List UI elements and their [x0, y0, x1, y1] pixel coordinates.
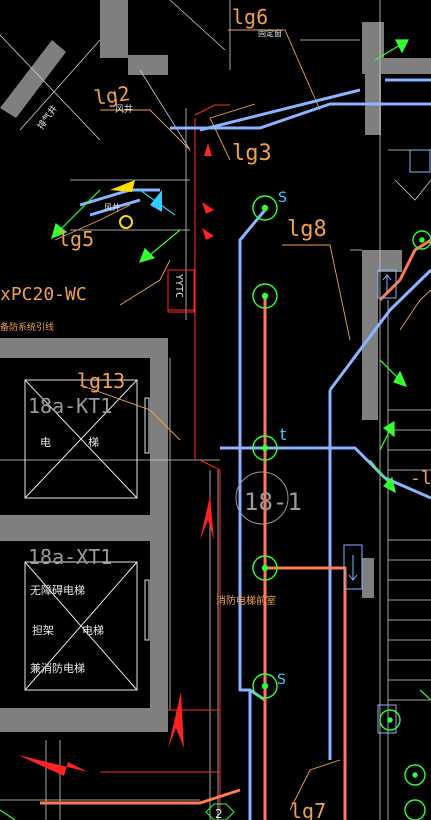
stair-markers [343, 149, 431, 734]
sprinkler-1 [252, 195, 278, 221]
label-side-lg: -lg [410, 468, 431, 489]
label-fire-lobby: 消防电梯前室 [216, 594, 276, 607]
wall-elev-divider [0, 515, 168, 541]
wall-elev2-right [150, 515, 168, 710]
label-elev1-char1: 电 [40, 436, 51, 449]
sprinkler-4 [252, 555, 278, 581]
sprinkler-2 [252, 283, 278, 309]
leader-lines [54, 29, 431, 811]
label-elevator2-tag: 18a-XT1 [28, 545, 112, 569]
wall-elev1-top [0, 338, 168, 358]
red-arrows [18, 143, 214, 776]
elevator-2 [24, 561, 150, 691]
wall-right-stair-top [365, 65, 381, 135]
elevator-1 [24, 379, 150, 499]
pipe-orange-bottom [40, 788, 241, 805]
wall-top-left-beam [128, 55, 168, 75]
wall-shaft-diagonal [0, 40, 66, 118]
label-s-top: S [278, 190, 287, 206]
pipe-orange-right [378, 238, 431, 302]
shaft-equipment [110, 180, 195, 313]
sprinkler-3 [252, 435, 278, 461]
red-arrow-3 [202, 228, 214, 240]
wall-elev2-bottom [0, 708, 168, 732]
pipe-blue-top-horizontal-2 [199, 88, 361, 132]
label-elev2-right: 电梯 [82, 624, 104, 637]
pipes-blue [79, 78, 431, 820]
sprinkler-8 [412, 230, 431, 250]
label-lg7: lg7 [290, 799, 326, 820]
sprinkler-7 [404, 764, 426, 786]
wall-top-left-column [100, 0, 128, 58]
wall-top-right-column [362, 22, 384, 67]
axis-marker: 2 [205, 803, 235, 820]
label-yytc: YYTC [173, 274, 184, 298]
label-elev2-left: 担架 [32, 623, 54, 637]
label-evac-note: 备防系统引线 [0, 321, 54, 333]
label-lg2: lg2 [92, 81, 131, 110]
label-lg3: lg3 [232, 141, 272, 166]
red-arrow-1 [204, 143, 212, 156]
sprinkler-9 [404, 799, 426, 820]
red-arrow-4 [200, 496, 214, 540]
sprinkler-5 [252, 673, 278, 699]
pipe-blue-right-diagonal [328, 268, 431, 391]
label-elevator1-tag: 18a-KT1 [28, 394, 112, 418]
red-arrow-2 [202, 202, 214, 214]
label-s-bottom: S [277, 672, 286, 688]
label-vent-note: 排气井 [35, 103, 60, 132]
sprinklers [252, 195, 431, 820]
label-lg5: lg5 [58, 227, 94, 251]
room-circle [235, 471, 289, 525]
label-lg8: lg8 [287, 217, 327, 242]
label-t-mark: t [280, 425, 286, 444]
red-arrow-5 [168, 692, 184, 748]
wall-elev1-right [150, 338, 168, 518]
label-pipe-spec: xPC20-WC [0, 284, 87, 305]
label-shaft-small: 风井 [104, 202, 120, 212]
label-lg13: lg13 [77, 369, 125, 393]
pipe-blue-top-horizontal [170, 102, 431, 130]
red-lines [100, 104, 230, 810]
wall-right-lower [362, 558, 374, 598]
pipe-blue-main-riser [238, 209, 267, 820]
label-elev1-char2: 梯 [88, 436, 99, 449]
walls [0, 0, 431, 732]
label-elev2-line3: 兼消防电梯 [30, 661, 85, 675]
label-lg6: lg6 [232, 5, 268, 29]
label-shaft: 风井 [115, 103, 133, 115]
label-axis-2: 2 [215, 807, 223, 820]
pipe-orange-horizontal [265, 566, 347, 820]
red-arrow-6 [18, 755, 88, 776]
label-elev2-line1: 无障碍电梯 [30, 583, 85, 597]
green-arrows [0, 39, 431, 820]
pipes-orange [40, 238, 431, 820]
label-fixed-note: 固定窗 [258, 28, 282, 38]
pipe-blue-cross [220, 446, 431, 500]
label-room-number: 18-1 [244, 488, 302, 516]
sprinkler-6 [379, 709, 401, 731]
